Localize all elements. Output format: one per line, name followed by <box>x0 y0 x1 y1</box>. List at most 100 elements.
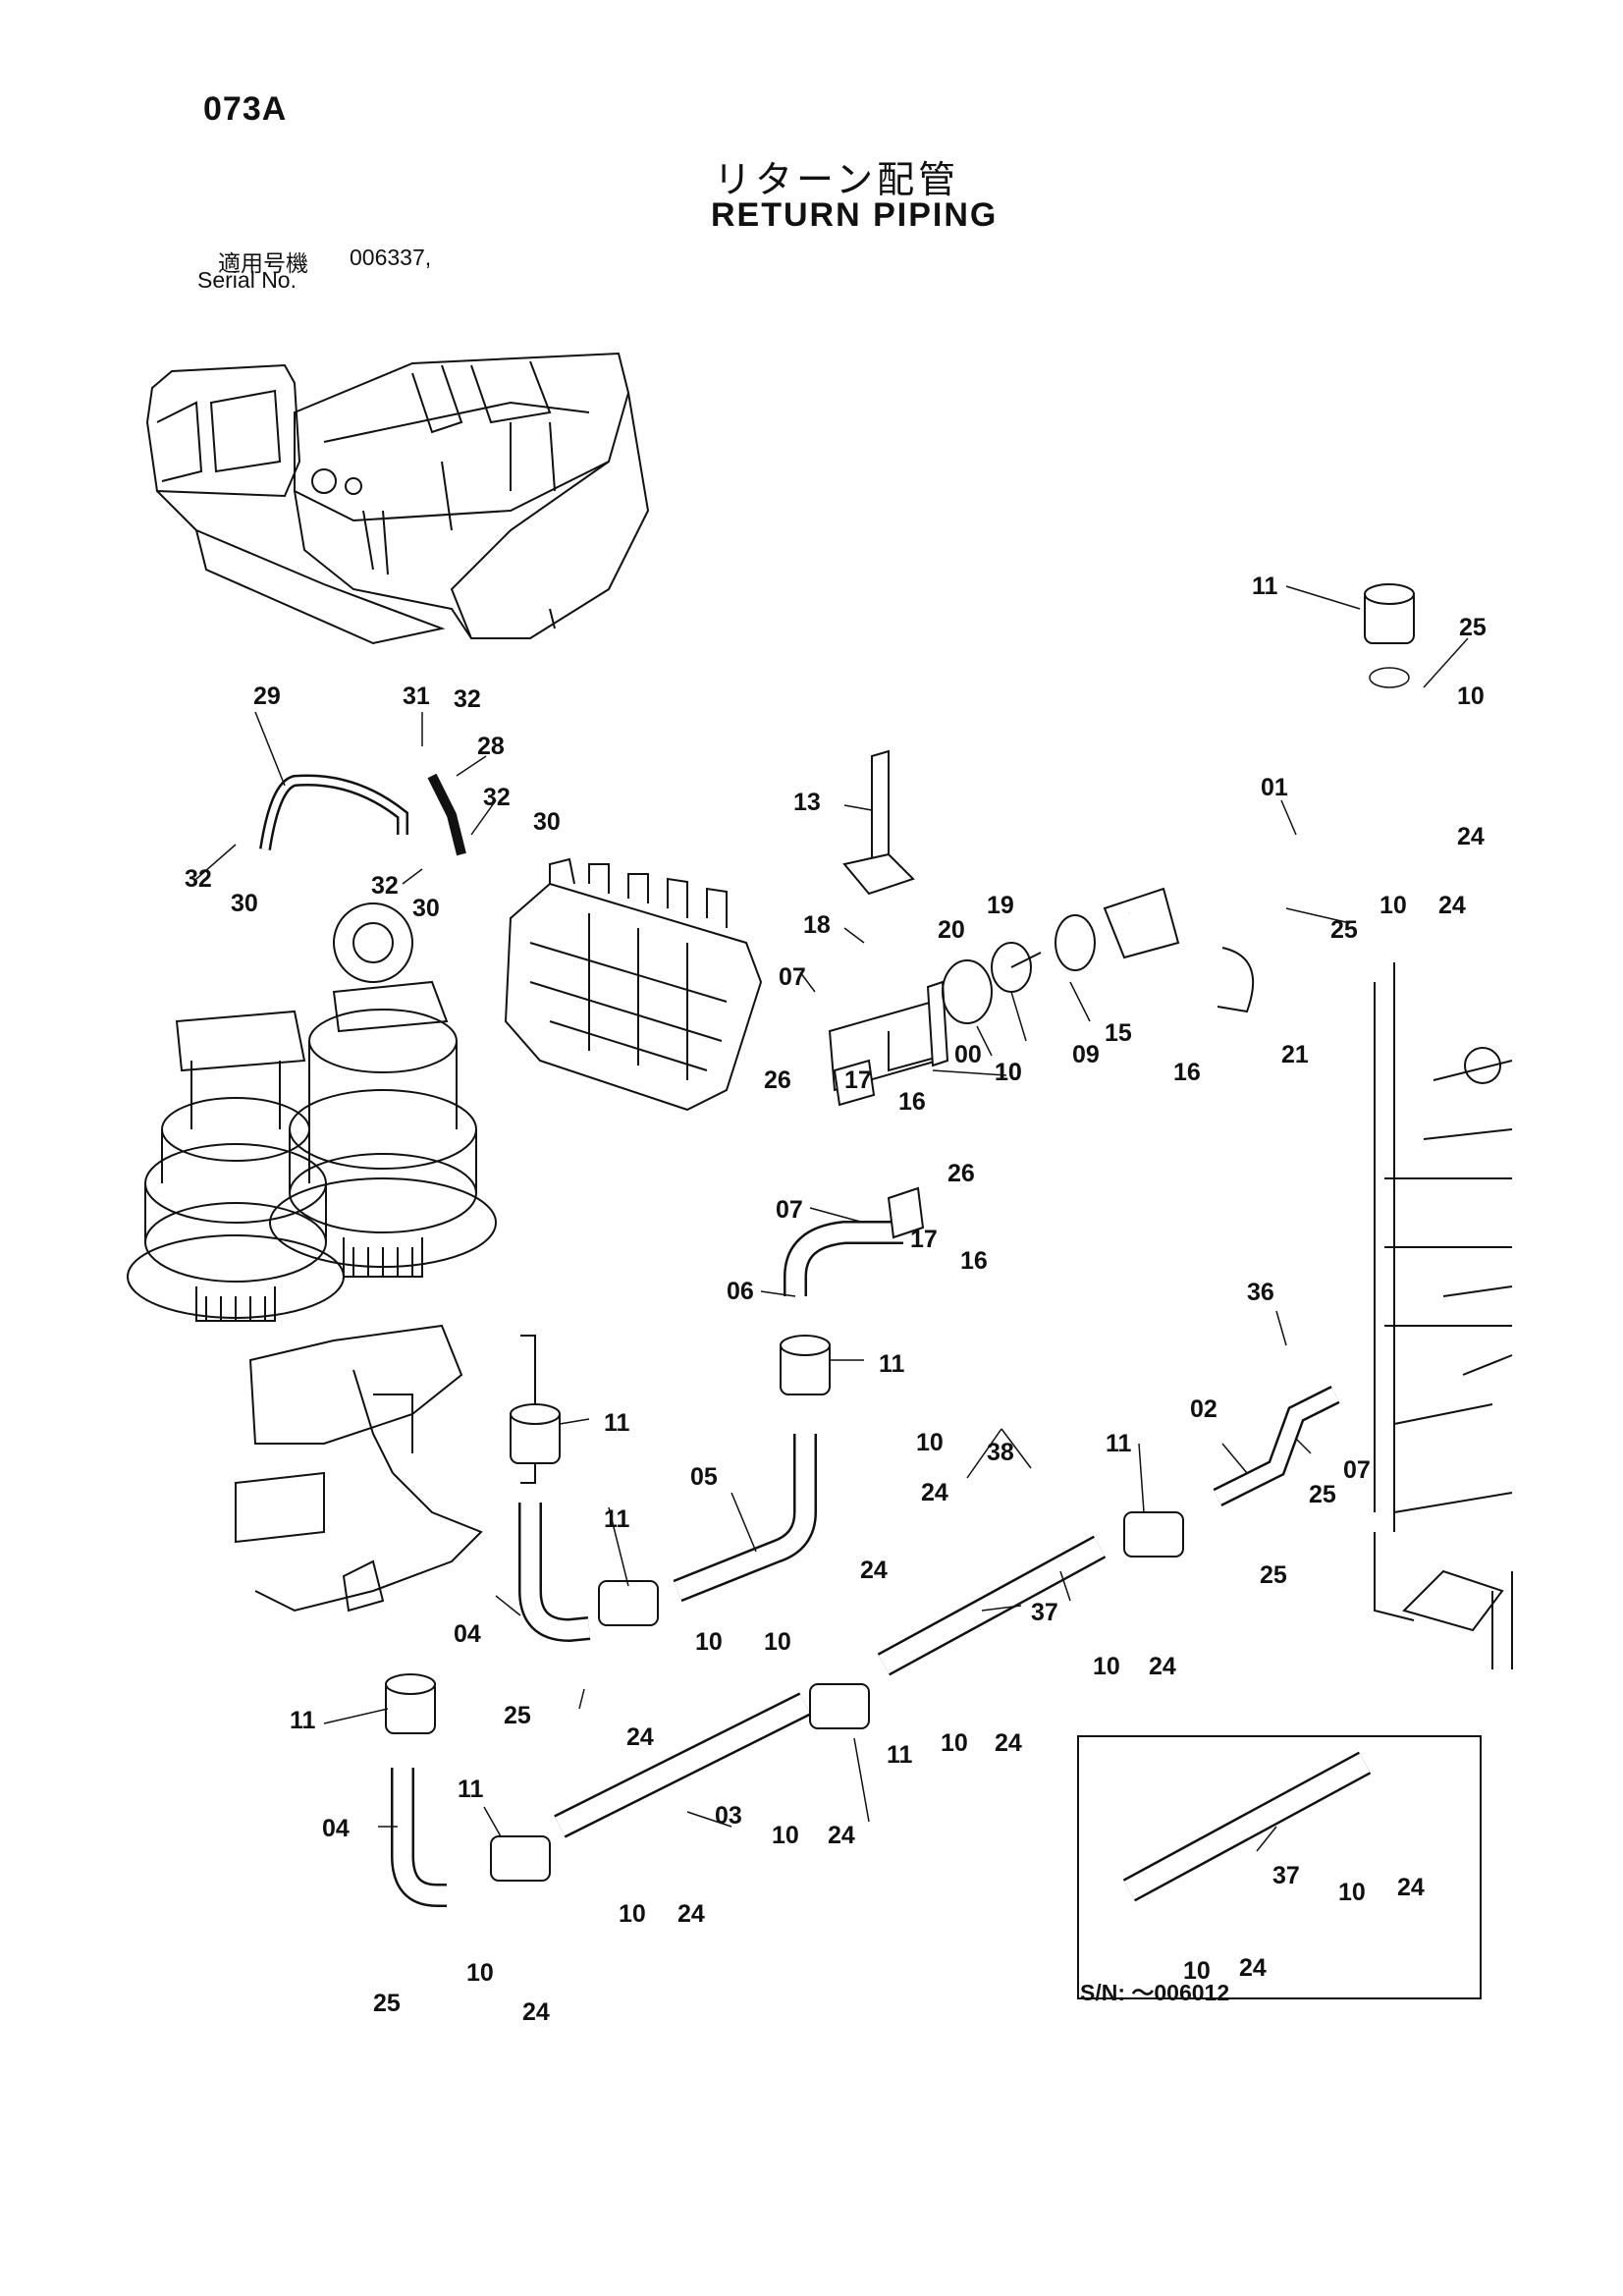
part-label-17: 17 <box>910 1226 938 1253</box>
excavator-overview-illustration <box>145 352 650 645</box>
part-label-25: 25 <box>373 1990 401 2017</box>
part-label-07: 07 <box>1343 1456 1371 1484</box>
pipe-04-lower <box>391 1768 447 1907</box>
part-label-13: 10 <box>1183 1957 1211 1985</box>
part-label-37: 37 <box>1031 1599 1058 1626</box>
part-label-25: 25 <box>504 1702 531 1729</box>
part-label-14: 11 <box>1252 573 1278 600</box>
coupling-14-left-upper <box>510 1403 561 1464</box>
part-label-24: 24 <box>1397 1874 1425 1901</box>
part-label-03: 03 <box>715 1802 742 1830</box>
part-label-02: 02 <box>1190 1395 1217 1423</box>
part-label-17: 17 <box>844 1066 872 1094</box>
part-label-13: 10 <box>619 1900 646 1928</box>
pipe-37 <box>877 1535 1107 1676</box>
part-label-32: 32 <box>454 685 481 713</box>
part-label-09: 09 <box>1072 1041 1100 1068</box>
part-label-25: 25 <box>1459 614 1487 641</box>
inset-box <box>1077 1735 1482 1999</box>
serial-number-value: 006337, <box>350 245 432 270</box>
hose-28 <box>427 773 466 856</box>
part-label-29: 29 <box>253 683 281 710</box>
part-label-07: 07 <box>776 1196 803 1224</box>
part-label-30: 30 <box>231 890 258 917</box>
coupling-14-02 <box>1123 1511 1184 1558</box>
part-label-25: 25 <box>1330 916 1358 944</box>
part-label-04: 04 <box>454 1620 481 1648</box>
part-label-24: 24 <box>921 1479 948 1506</box>
control-valve-block <box>504 857 763 1112</box>
block-17-upper <box>833 1059 876 1107</box>
page-title: RETURN PIPING <box>711 196 999 234</box>
part-label-24: 24 <box>1457 823 1485 850</box>
part-label-30: 30 <box>412 895 440 922</box>
part-label-32: 32 <box>371 872 399 900</box>
part-label-20: 20 <box>938 916 965 944</box>
part-label-14: 11 <box>879 1350 905 1378</box>
pipe-03 <box>554 1692 811 1838</box>
part-label-24: 24 <box>995 1729 1022 1757</box>
part-label-19: 19 <box>987 892 1014 919</box>
part-label-16: 16 <box>898 1088 926 1116</box>
gasket-15 <box>1055 914 1096 971</box>
page-number: 073A <box>203 90 288 128</box>
part-label-10: 10 <box>995 1059 1022 1086</box>
part-label-25: 25 <box>1260 1561 1287 1589</box>
part-label-05: 06 <box>727 1278 754 1305</box>
serial-label: Serial No. <box>197 267 297 293</box>
part-label-11: 13 <box>793 789 821 816</box>
part-label-24: 24 <box>1239 1954 1267 1982</box>
part-label-16: 16 <box>960 1247 988 1275</box>
part-label-28: 28 <box>477 733 505 760</box>
part-label-25: 25 <box>1309 1481 1336 1508</box>
part-labels: 11 25 10 01 24 10 24 25 13 20 19 18 15 0… <box>185 573 1487 2026</box>
valve-09 <box>991 942 1042 993</box>
part-label-13: 10 <box>466 1959 494 1987</box>
block-17-lower <box>887 1186 925 1239</box>
bracket-11 <box>842 749 915 896</box>
pipe-01 <box>1103 667 1410 959</box>
part-label-13: 10 <box>1338 1879 1366 1906</box>
part-label-07: 07 <box>779 963 806 991</box>
part-label-14: 11 <box>604 1505 630 1533</box>
part-label-24: 24 <box>626 1723 654 1751</box>
part-label-13: 10 <box>1457 683 1485 710</box>
part-label-10: 10 <box>995 1059 1022 1086</box>
part-label-12: 16 <box>1173 1059 1201 1086</box>
coupling-14-top <box>1364 583 1415 644</box>
pipe-05 <box>784 1221 903 1296</box>
page-title-japanese: リターン配管 <box>714 160 960 201</box>
part-label-14: 11 <box>290 1707 316 1734</box>
part-label-24: 24 <box>1438 892 1466 919</box>
part-label-13: 10 <box>916 1429 944 1456</box>
part-label-13: 10 <box>1380 892 1407 919</box>
swing-motor-assembly <box>127 902 497 1322</box>
part-label-21: 21 <box>1281 1041 1309 1068</box>
part-label-24: 24 <box>677 1900 705 1928</box>
part-label-14: 11 <box>458 1776 484 1803</box>
part-label-14: 11 <box>1106 1430 1132 1457</box>
part-label-14: 11 <box>604 1409 630 1437</box>
frame-structure-lower-left <box>235 1324 536 1613</box>
coupling-14-37 <box>809 1683 870 1729</box>
part-label-04: 04 <box>322 1815 350 1842</box>
clamp-12 <box>1217 947 1255 1013</box>
part-label-15: 15 <box>1105 1019 1132 1047</box>
part-label-13: 10 <box>764 1628 791 1656</box>
pipe-06 <box>673 1434 817 1603</box>
part-label-24: 24 <box>522 1998 550 2026</box>
part-label-01: 01 <box>1261 774 1288 801</box>
part-label-32: 32 <box>483 784 511 811</box>
part-label-14: 11 <box>887 1741 913 1769</box>
part-label-31: 31 <box>403 683 430 710</box>
leader-lines <box>195 585 1469 1852</box>
part-label-13: 10 <box>695 1628 723 1656</box>
coupling-14-mid <box>780 1335 831 1395</box>
coupling-14-left-lower <box>385 1673 436 1734</box>
part-label-13: 10 <box>772 1822 799 1849</box>
part-label-06: 05 <box>690 1463 718 1491</box>
coupling-14-06 <box>598 1580 659 1626</box>
part-label-13: 10 <box>941 1729 968 1757</box>
pipe-02 <box>1213 1386 1340 1506</box>
